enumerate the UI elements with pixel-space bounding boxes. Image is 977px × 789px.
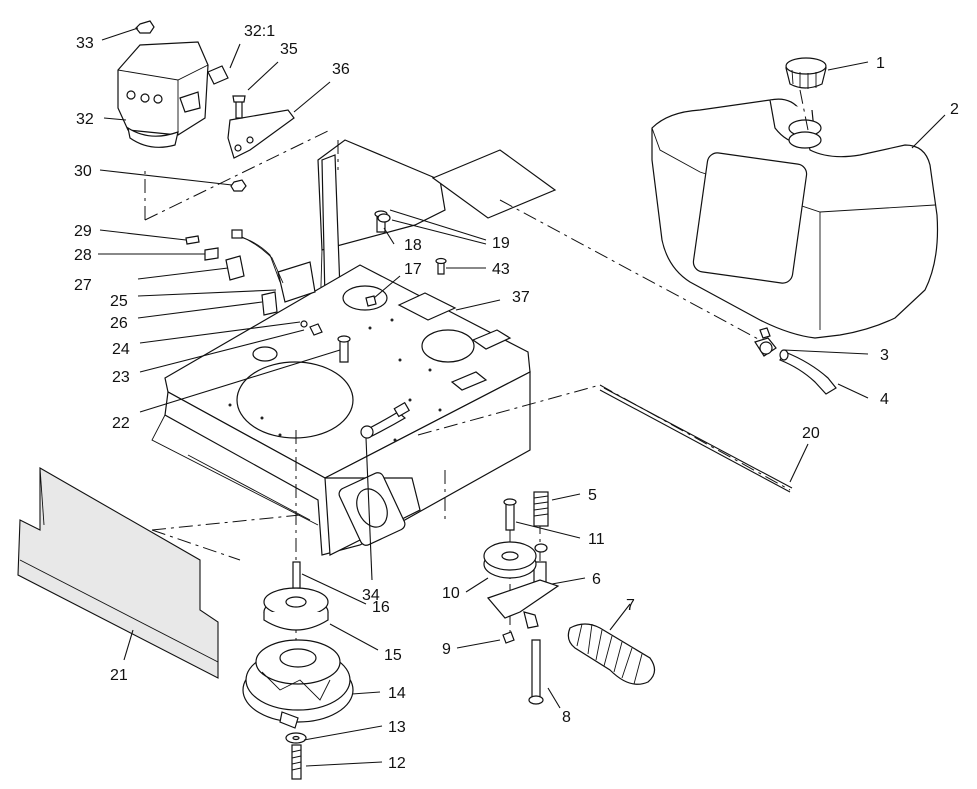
callout-28: 28 (74, 247, 92, 264)
callout-35: 35 (280, 41, 298, 58)
callout-32: 32 (76, 111, 94, 128)
mounting-bracket (227, 95, 295, 159)
bolt-12 (291, 744, 302, 780)
leader-lines (98, 27, 946, 767)
callout-15: 15 (384, 647, 402, 664)
fuel-hose (779, 349, 837, 395)
callout-labels: 1 2 3 4 5 6 7 8 9 10 11 12 13 14 15 16 1… (74, 23, 959, 772)
callout-17: 17 (404, 261, 422, 278)
callout-36: 36 (332, 61, 350, 78)
callout-24: 24 (112, 341, 130, 358)
callout-3: 3 (880, 347, 889, 364)
fuel-fitting (754, 327, 777, 357)
callout-30: 30 (74, 163, 92, 180)
callout-12: 12 (388, 755, 406, 772)
pulley-upper (263, 587, 329, 631)
rod (599, 387, 793, 493)
control-module (117, 41, 229, 148)
fuel-tank (651, 98, 939, 339)
callout-33: 33 (76, 35, 94, 52)
key (292, 561, 301, 589)
switch-assembly (185, 229, 284, 316)
hardware (300, 210, 447, 363)
callout-34: 34 (362, 587, 380, 604)
callout-8: 8 (562, 709, 571, 726)
callout-26: 26 (110, 315, 128, 332)
shield (17, 467, 219, 679)
callout-23: 23 (112, 369, 130, 386)
callout-18: 18 (404, 237, 422, 254)
idler-assembly (483, 491, 560, 705)
callout-37: 37 (512, 289, 530, 306)
callout-4: 4 (880, 391, 889, 408)
callout-7: 7 (626, 597, 635, 614)
callout-11: 11 (588, 531, 605, 548)
callout-19: 19 (492, 235, 510, 252)
callout-13: 13 (388, 719, 406, 736)
callout-2: 2 (950, 101, 959, 118)
callout-14: 14 (388, 685, 406, 702)
callout-22: 22 (112, 415, 130, 432)
callout-21: 21 (110, 667, 128, 684)
callout-16: 16 (372, 599, 390, 616)
callout-27: 27 (74, 277, 92, 294)
spring (567, 623, 656, 685)
callout-32-1: 32:1 (244, 23, 275, 40)
main-frame (151, 139, 557, 556)
callout-29: 29 (74, 223, 92, 240)
callout-25: 25 (110, 293, 128, 310)
clutch (242, 639, 354, 729)
callout-20: 20 (802, 425, 820, 442)
callout-9: 9 (442, 641, 451, 658)
callout-5: 5 (588, 487, 597, 504)
callout-43: 43 (492, 261, 510, 278)
fuel-cap (785, 57, 827, 131)
callout-6: 6 (592, 571, 601, 588)
callout-10: 10 (442, 585, 460, 602)
callout-1: 1 (876, 55, 885, 72)
nut-33 (135, 20, 155, 34)
washer-13 (285, 732, 307, 744)
nut-30 (230, 179, 247, 192)
